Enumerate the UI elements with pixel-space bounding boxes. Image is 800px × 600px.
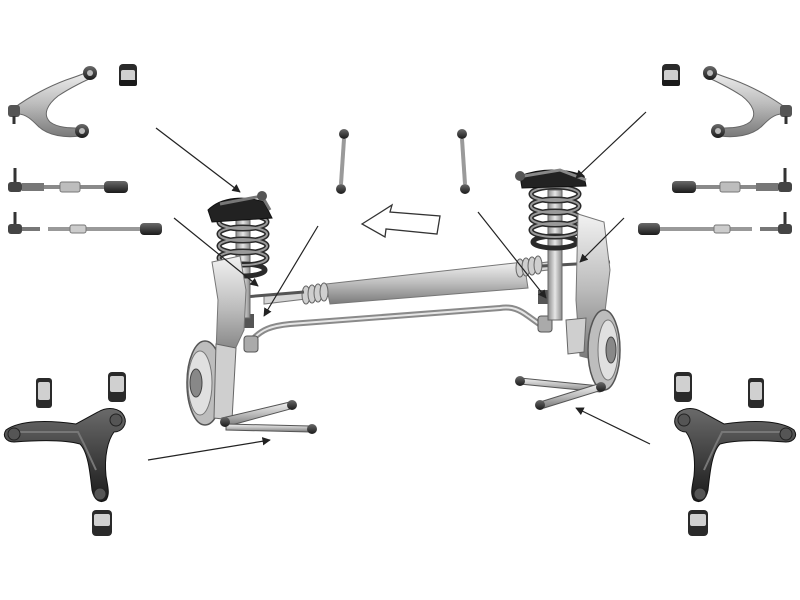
link-icon [457,129,470,194]
tie-rod-icon [8,212,162,235]
upper-arm-icon [703,66,792,138]
pointer-arrow [579,217,625,263]
brake-disc-icon [186,255,247,426]
bushing-icon [108,372,126,402]
pointer-arrow [173,217,259,287]
pointer-arrow [147,437,271,461]
pointer-arrow [477,211,547,299]
bushing-icon [662,64,680,86]
steering-rack-icon [231,255,611,305]
lower-arm-icon [3,408,126,503]
tie-rod-icon [672,168,792,193]
pointer-arrow [263,225,319,317]
forward-arrow-icon [360,203,441,239]
lower-arm-icon [515,376,606,410]
brake-disc-icon [565,213,621,391]
bushing-icon [748,378,764,408]
pointer-arrow [575,111,647,179]
lower-arm-icon [220,400,317,434]
coil-spring-icon [515,168,587,321]
bushing-icon [119,64,137,86]
bushing-icon [674,372,692,402]
bushing-icon [92,510,112,536]
bushing-icon [688,510,708,536]
pointer-arrow [575,407,651,445]
pointer-arrow [155,127,241,193]
tie-rod-icon [8,168,128,193]
upper-arm-icon [8,66,97,138]
bushing-icon [36,378,52,408]
lower-arm-icon [674,408,797,503]
link-icon [336,129,349,194]
tie-rod-icon [638,212,792,235]
